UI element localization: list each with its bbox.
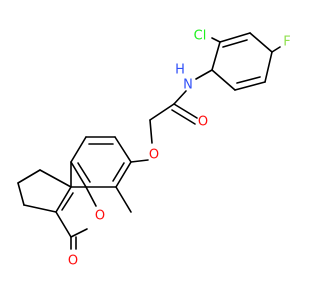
bond: [39, 169, 72, 188]
bond: [55, 211, 72, 238]
atom-labels: Cl F N H O O O O: [68, 29, 291, 269]
amide-hydrogen-label: H: [175, 63, 185, 78]
bond: [17, 169, 41, 184]
bond: [264, 51, 273, 83]
bond: [70, 228, 88, 238]
bond: [173, 103, 198, 119]
bond: [222, 39, 248, 48]
bond: [70, 161, 87, 188]
bond: [17, 182, 25, 206]
bond: [249, 32, 273, 53]
bond: [271, 46, 281, 53]
bond: [115, 161, 132, 188]
bond: [112, 162, 125, 182]
bond: [219, 32, 251, 43]
bond: [234, 81, 266, 91]
bond: [236, 76, 261, 84]
bonds: [17, 32, 281, 250]
bond: [130, 159, 149, 163]
bond: [77, 162, 91, 183]
fluorine-atom-label: F: [283, 35, 290, 50]
bond: [211, 37, 221, 43]
bond: [149, 119, 153, 144]
bond: [85, 186, 97, 207]
bond: [61, 192, 74, 211]
bond: [211, 41, 221, 71]
bond: [55, 186, 72, 213]
amide-oxygen-label: O: [198, 115, 208, 130]
bond: [173, 90, 187, 105]
structure-canvas: Cl F N H O O O O: [17, 28, 291, 269]
bond: [171, 109, 196, 125]
bond: [211, 69, 236, 91]
bond: [195, 69, 213, 80]
ring-oxygen-label: O: [95, 209, 105, 224]
bond: [23, 204, 57, 213]
ether-oxygen-label: O: [149, 148, 159, 163]
amide-nitrogen-label: N: [183, 78, 193, 93]
bond: [70, 136, 87, 163]
molecule-structure: Cl F N H O O O O: [17, 29, 291, 269]
bond: [114, 136, 132, 163]
bond: [115, 186, 132, 213]
bond: [149, 103, 175, 121]
chlorine-atom-label: Cl: [194, 29, 207, 44]
ketone-oxygen-label: O: [68, 254, 78, 269]
